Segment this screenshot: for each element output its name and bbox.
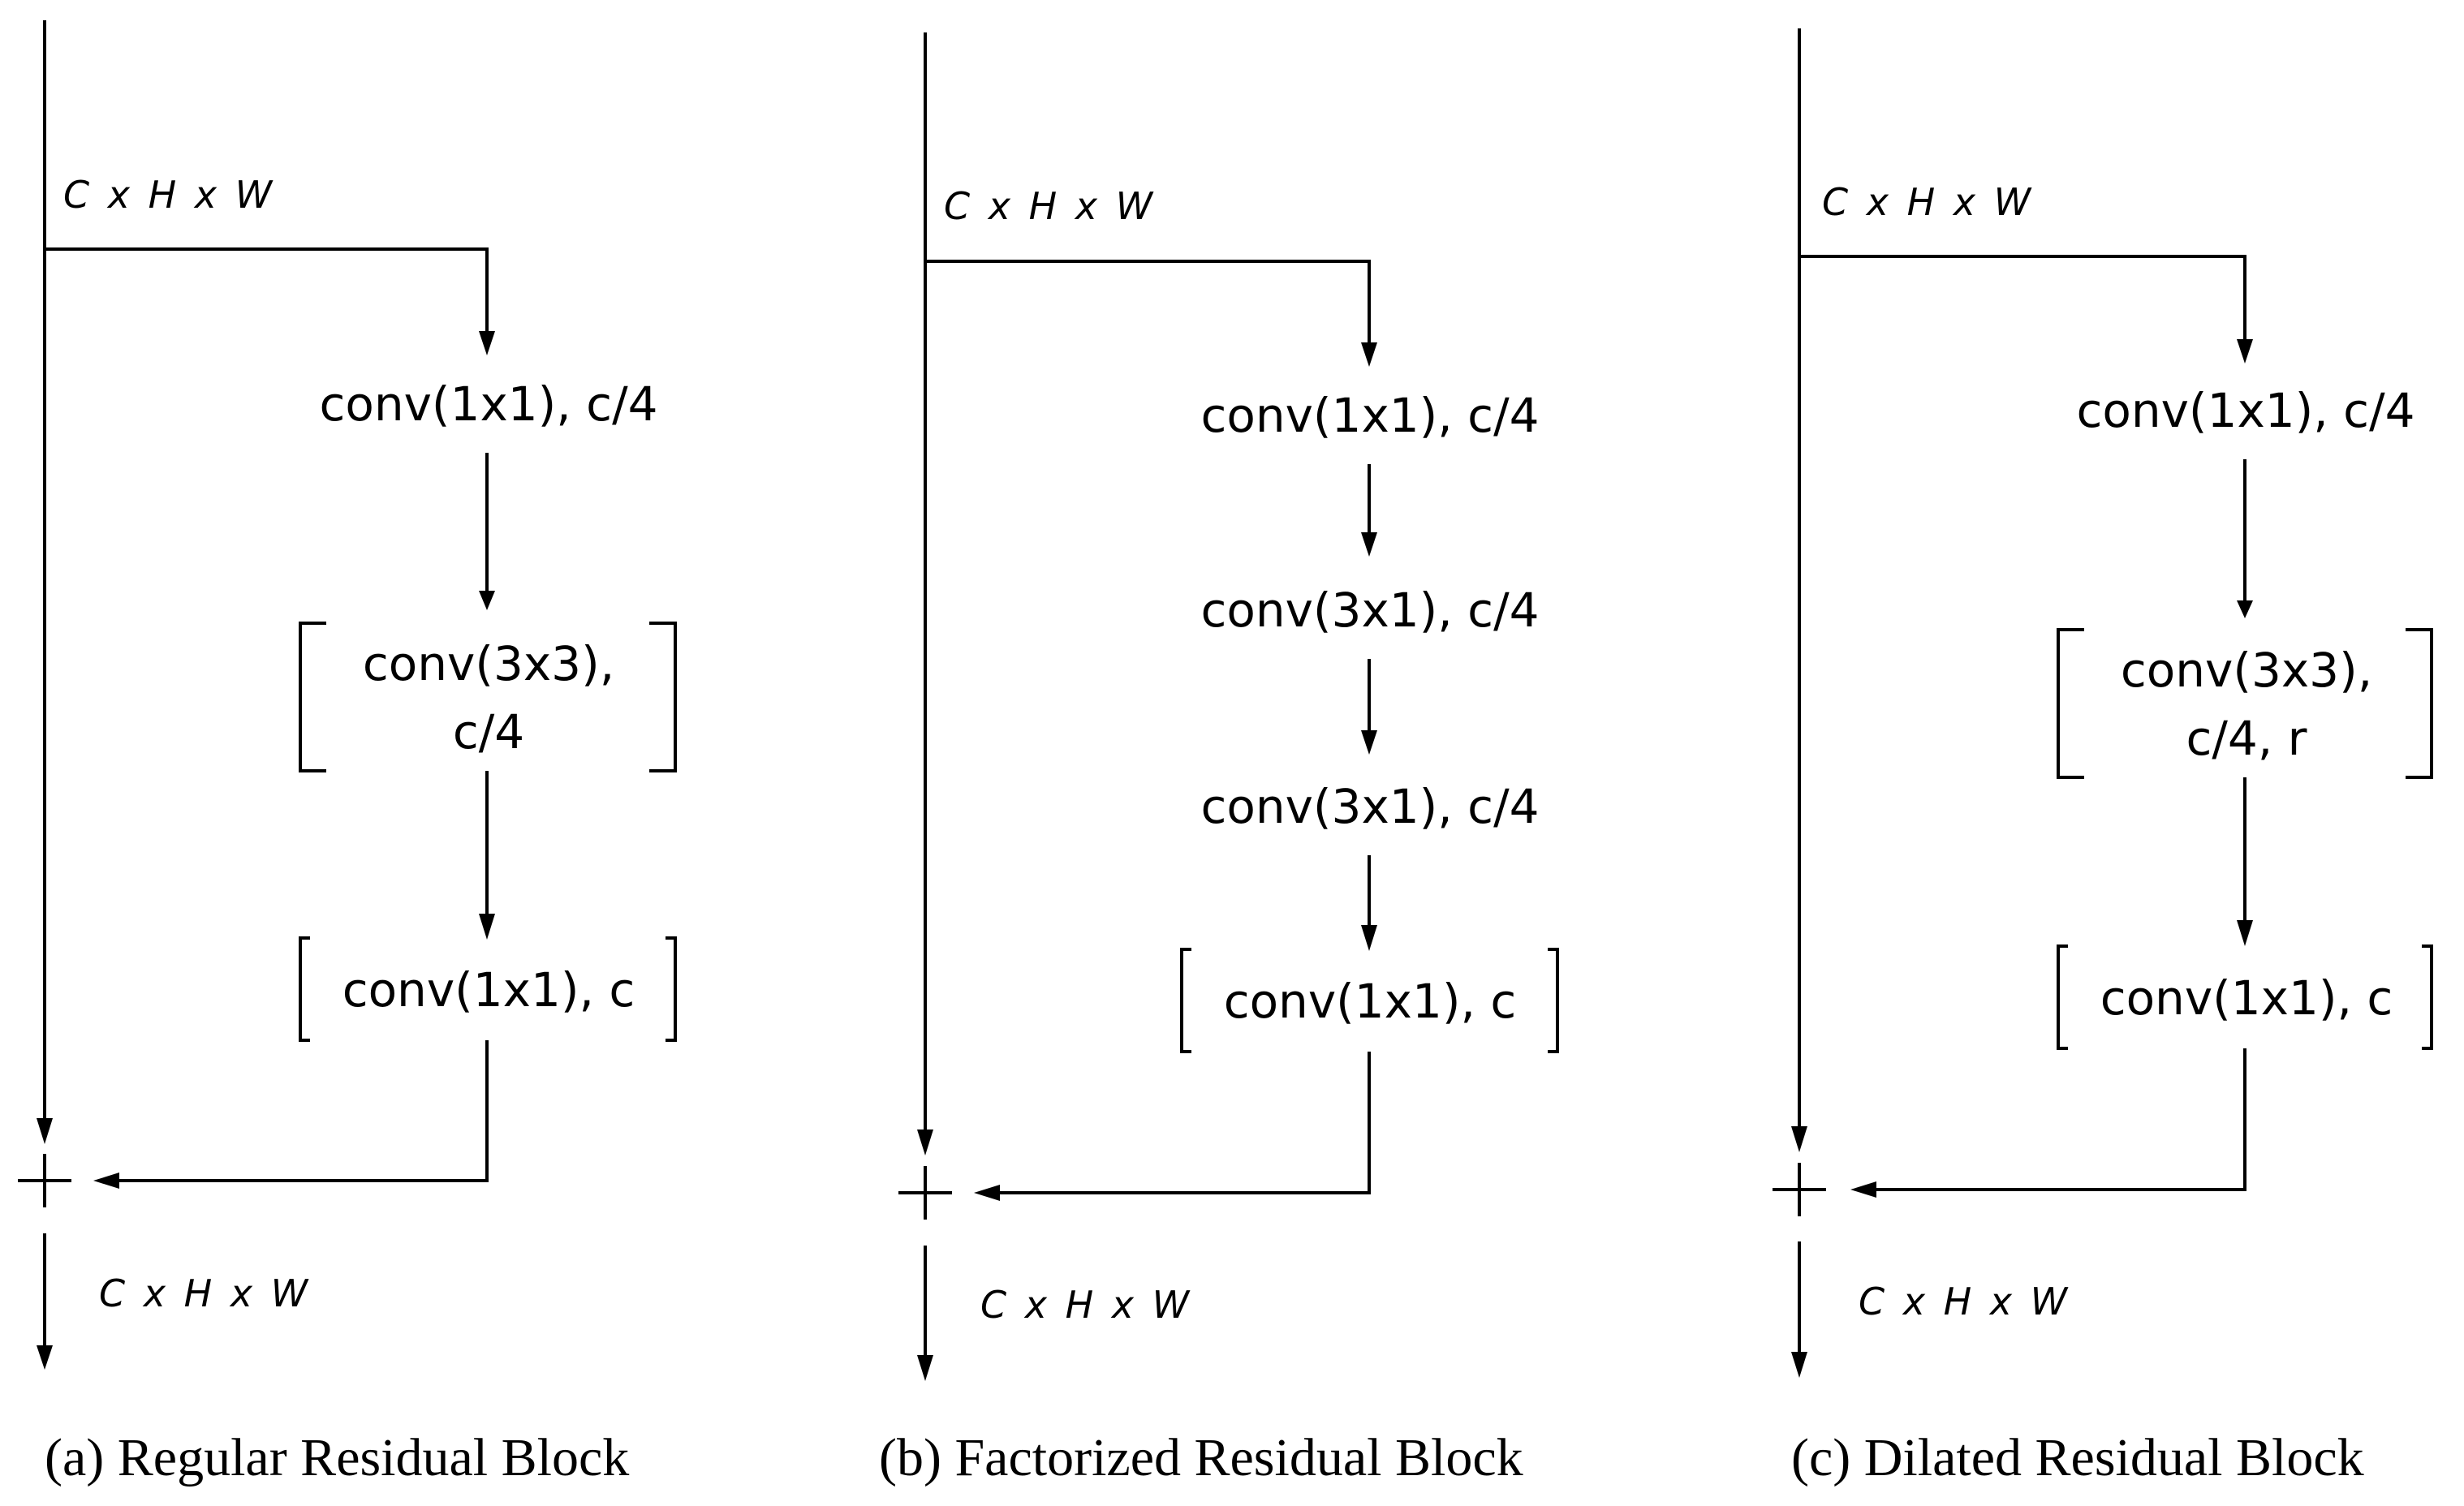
conv-node: conv(1x1), c/4 xyxy=(1200,388,1539,443)
skip-arrowhead xyxy=(917,1130,933,1155)
input-dim-label: C x H x W xyxy=(63,173,275,217)
right-bracket xyxy=(1548,948,1559,1053)
arrowhead xyxy=(1361,925,1377,951)
left-bracket xyxy=(1180,948,1191,1053)
merge-arrowhead xyxy=(1850,1181,1876,1198)
conv-node: conv(3x1), c/4 xyxy=(1200,583,1539,638)
conv-node-line1: conv(3x3), xyxy=(2121,643,2372,698)
arrowhead xyxy=(2237,339,2253,364)
panel-dilated-residual-block: C x H x W conv(1x1), c/4 conv(3x3), c/4,… xyxy=(1773,28,2433,1487)
skip-arrowhead xyxy=(1791,1126,1807,1152)
right-bracket xyxy=(649,622,677,772)
merge-line xyxy=(1875,1048,2246,1191)
input-dim-label: C x H x W xyxy=(944,184,1156,228)
skip-arrowhead xyxy=(37,1118,53,1144)
right-bracket xyxy=(2422,944,2433,1050)
conv-node: conv(3x1), c/4 xyxy=(1200,779,1539,834)
right-bracket xyxy=(666,936,677,1042)
input-dim-label: C x H x W xyxy=(1822,180,2034,224)
arrowhead xyxy=(1361,342,1377,367)
conv-node-line1: conv(3x3), xyxy=(363,636,614,691)
merge-arrowhead xyxy=(93,1173,119,1189)
left-bracket xyxy=(2057,944,2068,1050)
conv-node-line2: c/4, r xyxy=(2186,711,2307,766)
branch-line xyxy=(1799,255,2246,341)
output-dim-label: C x H x W xyxy=(1859,1280,2070,1323)
left-bracket xyxy=(299,936,310,1042)
conv-node: conv(1x1), c xyxy=(2100,970,2393,1026)
right-bracket xyxy=(2406,628,2433,779)
arrowhead xyxy=(2237,920,2253,946)
left-bracket xyxy=(299,622,326,772)
left-bracket xyxy=(2057,628,2084,779)
panel-caption: (b) Factorized Residual Block xyxy=(879,1428,1523,1487)
arrowhead xyxy=(1361,532,1377,557)
branch-line xyxy=(45,247,489,333)
merge-line xyxy=(998,1052,1371,1194)
arrowhead xyxy=(479,331,495,355)
conv-node: conv(1x1), c/4 xyxy=(2076,383,2414,438)
merge-line xyxy=(118,1040,489,1182)
conv-node: conv(1x1), c/4 xyxy=(319,376,657,432)
panel-caption: (c) Dilated Residual Block xyxy=(1791,1428,2364,1487)
conv-node-line2: c/4 xyxy=(453,704,524,759)
output-arrowhead xyxy=(917,1355,933,1381)
arrowhead xyxy=(479,591,495,610)
output-dim-label: C x H x W xyxy=(980,1283,1192,1327)
arrowhead xyxy=(479,914,495,940)
panel-caption: (a) Regular Residual Block xyxy=(45,1428,629,1487)
panel-regular-residual-block: C x H x W conv(1x1), c/4 conv(3x3), c/4 … xyxy=(18,20,677,1487)
conv-node: conv(1x1), c xyxy=(1224,974,1517,1029)
output-arrowhead xyxy=(1791,1352,1807,1378)
arrowhead xyxy=(2237,600,2253,618)
output-dim-label: C x H x W xyxy=(99,1271,311,1315)
conv-node: conv(1x1), c xyxy=(342,962,635,1018)
output-arrowhead xyxy=(37,1345,53,1370)
arrowhead xyxy=(1361,730,1377,755)
panel-factorized-residual-block: C x H x W conv(1x1), c/4 conv(3x1), c/4 … xyxy=(879,32,1559,1487)
branch-line xyxy=(925,260,1371,344)
merge-arrowhead xyxy=(974,1185,1000,1201)
